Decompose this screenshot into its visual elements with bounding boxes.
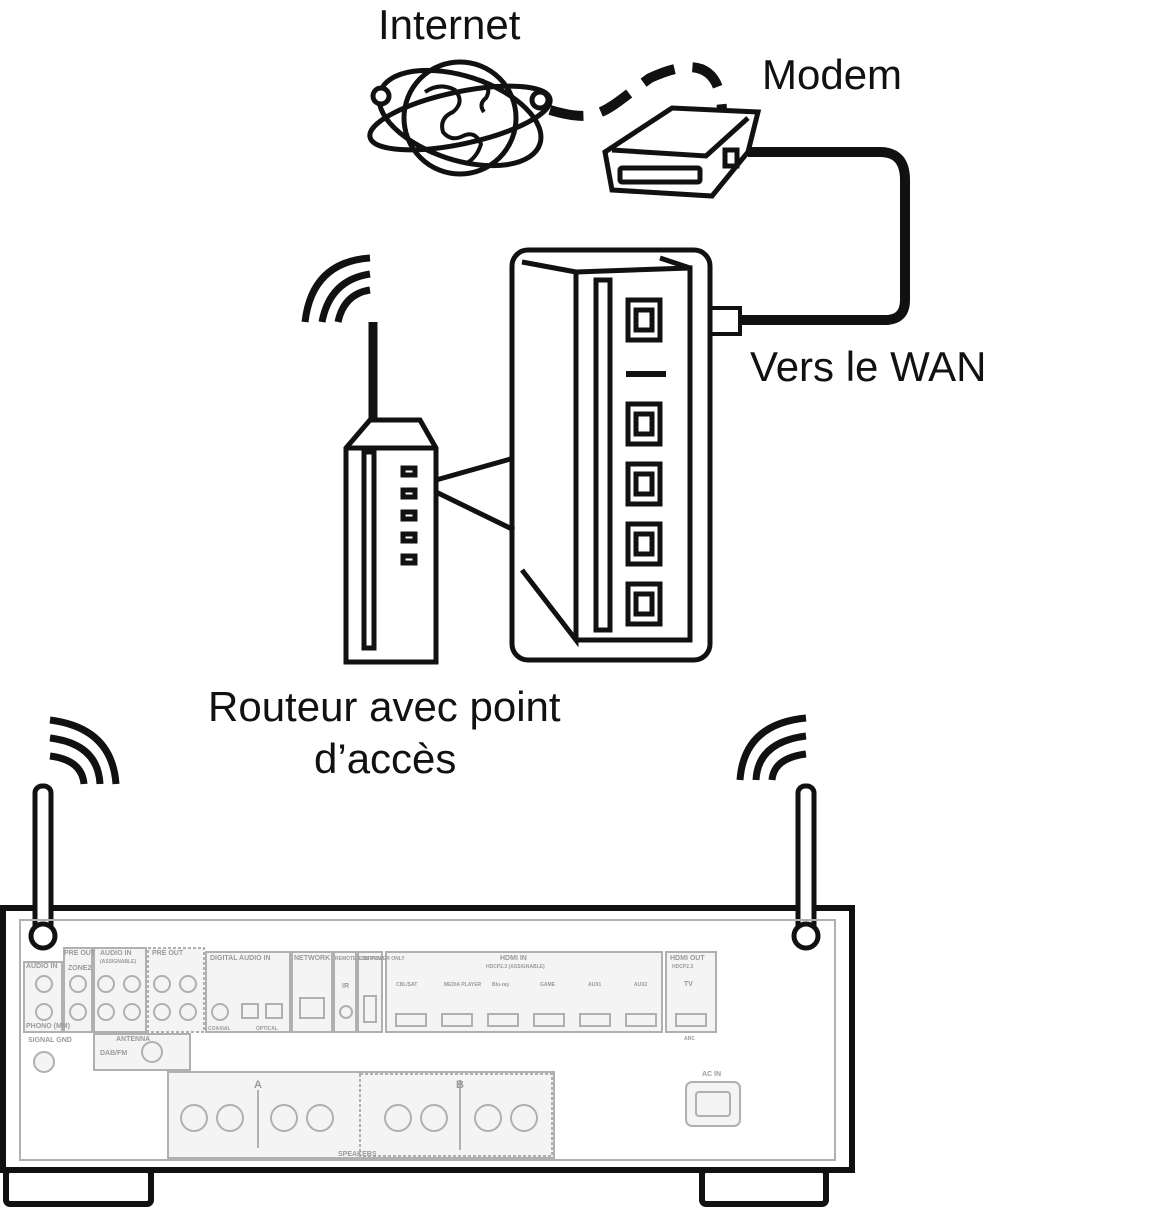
panel-hdmi-input-label: GAME: [540, 982, 556, 988]
panel-signal-gnd: SIGNAL GND: [28, 1037, 72, 1044]
panel-zone2: ZONE2: [68, 965, 91, 972]
panel-hdmi-input-label: Blu-ray: [492, 982, 509, 988]
panel-hdmi-input-label: MEDIA PLAYER: [444, 982, 482, 988]
lan-port-icon: [625, 461, 663, 507]
zoom-callout: [434, 455, 516, 533]
lan-port-icon: [625, 521, 663, 567]
panel-ir: IR: [342, 983, 349, 990]
panel-pre-out-2: PRE OUT: [152, 950, 184, 957]
panel-phono: PHONO (MM): [26, 1023, 70, 1030]
panel-audio-in: AUDIO IN: [26, 963, 58, 970]
wifi-signal-icon: [301, 254, 371, 323]
wan-cable: [738, 147, 910, 325]
router-label-line1: Routeur avec point: [208, 683, 561, 730]
panel-hdmi-input-label: AUX2: [634, 982, 648, 988]
panel-hdmi-out: HDMI OUT: [670, 955, 705, 962]
panel-arc: ARC: [684, 1036, 695, 1042]
panel-hdmi-input-label: CBL/SAT: [396, 982, 417, 988]
router-icon: [343, 322, 439, 665]
panel-assignable: (ASSIGNABLE): [100, 959, 136, 965]
panel-antenna: ANTENNA: [116, 1036, 150, 1043]
panel-optical: OPTICAL: [256, 1026, 278, 1032]
panel-speakers: SPEAKERS: [338, 1151, 377, 1158]
wifi-signal-icon: [49, 716, 120, 785]
panel-tv: TV: [684, 981, 693, 988]
panel-hdmi-in: HDMI IN: [500, 955, 527, 962]
panel-ac-in: AC IN: [702, 1071, 721, 1078]
wifi-signal-icon: [736, 714, 807, 781]
panel-usb: USB POWER ONLY: [359, 956, 405, 962]
wan-label: Vers le WAN: [750, 343, 987, 390]
panel-hdcp-out: HDCP2.3: [672, 964, 693, 970]
internet-globe-icon: [367, 59, 553, 177]
panel-coaxial: COAXIAL: [208, 1026, 231, 1032]
panel-digital-audio-in: DIGITAL AUDIO IN: [210, 955, 271, 962]
receiver-antenna-right-icon: [791, 783, 821, 951]
panel-speaker-a: A: [254, 1079, 262, 1091]
lan-port-icon: [625, 401, 663, 447]
panel-hdcp: HDCP2.3 (ASSIGNABLE): [486, 964, 545, 970]
router-label-line2: d’accès: [314, 735, 457, 782]
panel-network: NETWORK: [294, 955, 330, 962]
panel-audio-in-assignable: AUDIO IN: [100, 950, 132, 957]
internet-label: Internet: [378, 1, 521, 48]
panel-speaker-b: B: [456, 1079, 464, 1091]
lan-port-icon: [625, 581, 663, 627]
modem-icon: [602, 105, 762, 199]
receiver-rear-panel: [19, 919, 836, 1161]
panel-remote: REMOTE CONTROL: [335, 956, 383, 962]
panel-dab-fm: DAB/FM: [100, 1050, 127, 1057]
modem-label: Modem: [762, 51, 903, 98]
internet-link: [548, 62, 727, 121]
panel-pre-out: PRE OUT: [64, 950, 96, 957]
panel-hdmi-input-label: AUX1: [588, 982, 602, 988]
receiver-antenna-left-icon: [28, 783, 58, 951]
router-port-zoom: [509, 247, 713, 663]
wan-port-icon: [625, 297, 663, 343]
